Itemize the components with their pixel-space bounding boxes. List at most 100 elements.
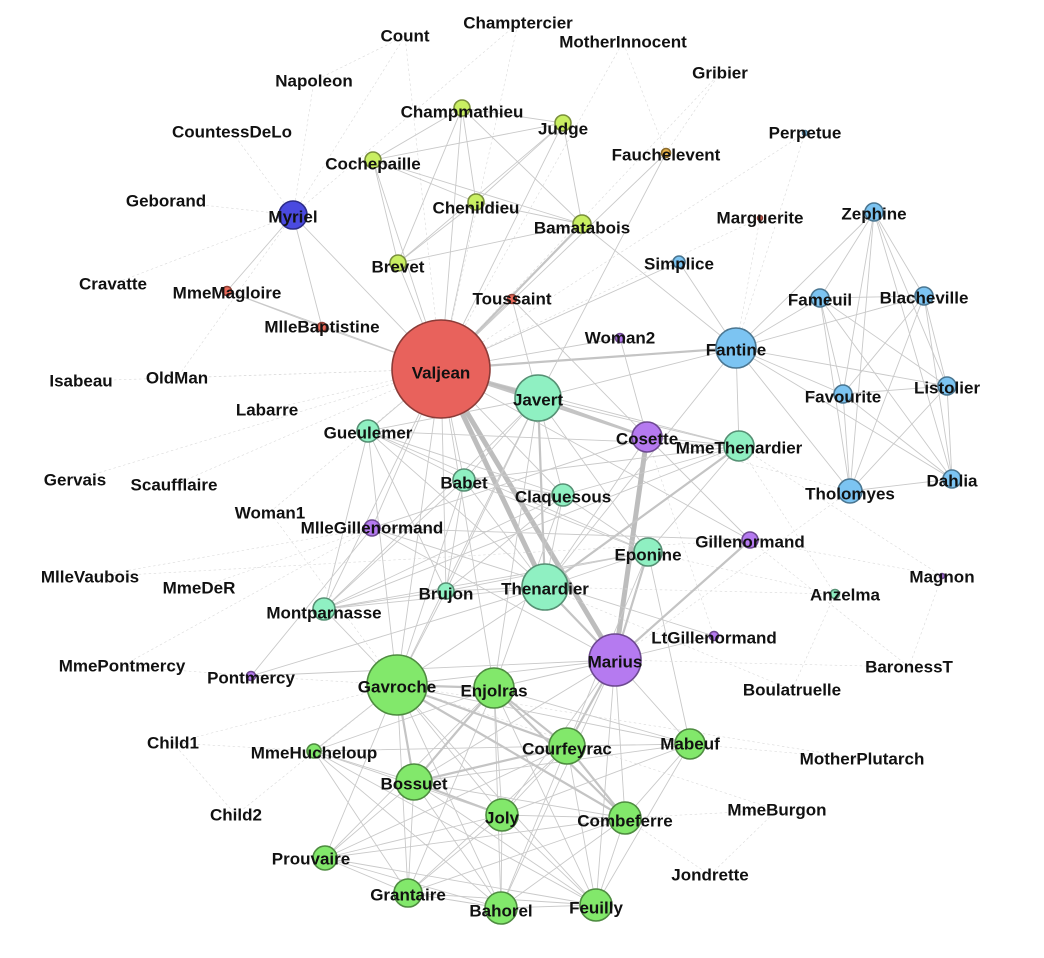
edge-MlleGillenormand-MmeDeR (198, 527, 373, 589)
node-label-Child2: Child2 (210, 806, 262, 825)
edge-Javert-Gavroche (396, 397, 539, 686)
node-Bossuet[interactable] (395, 763, 433, 801)
edge-Babet-Brujon (445, 479, 465, 592)
edge-MmeThenardier-Claquesous (562, 445, 740, 496)
node-Claquesous[interactable] (551, 483, 575, 507)
node-Champmathieu[interactable] (453, 99, 471, 117)
node-Marguerite[interactable] (756, 214, 764, 222)
node-LtGillenormand[interactable] (708, 630, 720, 642)
edge-Valjean-Enjolras (440, 368, 495, 689)
node-Courfeyrac[interactable] (548, 727, 586, 765)
node-Eponine[interactable] (633, 537, 663, 567)
edge-Javert-MmeThenardier (537, 397, 740, 447)
node-Mabeuf[interactable] (674, 728, 706, 760)
edge-MmeThenardier-Montparnasse (323, 445, 740, 610)
node-Fauchelevent[interactable] (660, 147, 672, 159)
edge-Valjean-Marius (438, 366, 618, 663)
node-label-MmeMagloire: MmeMagloire (173, 284, 282, 303)
node-Brujon[interactable] (437, 582, 455, 600)
node-Cosette[interactable] (631, 421, 663, 453)
node-MlleGillenormand[interactable] (363, 519, 381, 537)
edge-Joly-Prouvaire (324, 814, 503, 859)
node-Zephine[interactable] (864, 202, 884, 222)
node-Feuilly[interactable] (579, 888, 613, 922)
node-Tholomyes[interactable] (837, 478, 863, 504)
edge-Fauchelevent-Javert (537, 152, 667, 399)
node-Joly[interactable] (485, 798, 519, 832)
edge-Bahorel-MmeHucheloup (313, 750, 502, 909)
node-Bahorel[interactable] (484, 891, 518, 925)
node-Chenildieu[interactable] (467, 193, 485, 211)
edge-Cosette-Marius (612, 434, 650, 663)
node-label-Champtercier: Champtercier (463, 14, 573, 33)
edge-Zephine-Favourite (842, 211, 875, 395)
node-Thenardier[interactable] (521, 563, 569, 611)
edge-Fameuil-Dahlia (819, 297, 953, 480)
edge-MmeThenardier-Thenardier (543, 444, 741, 589)
node-Valjean[interactable] (391, 319, 491, 419)
edge-Combeferre-MmeBurgon (624, 809, 778, 819)
node-Gavroche[interactable] (366, 654, 428, 716)
edge-Bossuet-Prouvaire (324, 781, 415, 859)
node-label-Labarre: Labarre (236, 401, 298, 420)
node-Enjolras[interactable] (473, 667, 515, 709)
node-label-Cochepaille: Cochepaille (325, 155, 420, 174)
node-Babet[interactable] (452, 468, 476, 492)
node-label-Prouvaire: Prouvaire (272, 850, 350, 869)
node-Blacheville[interactable] (914, 286, 934, 306)
edge-Combeferre-Prouvaire (324, 817, 626, 859)
node-label-MmeBurgon: MmeBurgon (727, 801, 826, 820)
node-label-LtGillenormand: LtGillenormand (651, 629, 777, 648)
node-MmeHucheloup[interactable] (306, 743, 322, 759)
node-Anzelma[interactable] (829, 588, 841, 600)
node-Combeferre[interactable] (608, 801, 642, 835)
node-Bamatabois[interactable] (572, 214, 592, 234)
node-Cochepaille[interactable] (364, 151, 382, 169)
node-Grantaire[interactable] (393, 878, 423, 908)
edge-MlleGillenormand-Pontmercy (250, 527, 373, 677)
node-Myriel[interactable] (278, 200, 308, 230)
node-Magnon[interactable] (938, 572, 946, 580)
node-Listolier[interactable] (937, 376, 957, 396)
edge-Bamatabois-Chenildieu (475, 201, 583, 225)
node-Prouvaire[interactable] (312, 845, 338, 871)
node-Javert[interactable] (514, 374, 562, 422)
node-MmeThenardier[interactable] (723, 430, 755, 462)
edge-MlleGillenormand-Gillenormand (371, 527, 751, 541)
node-label-Brujon: Brujon (419, 585, 474, 604)
edge-Zephine-Listolier (873, 211, 948, 387)
edge-Judge-Cochepaille (372, 122, 564, 161)
node-Perpetue[interactable] (801, 129, 809, 137)
node-label-Javert: Javert (513, 391, 563, 410)
node-Dahlia[interactable] (942, 469, 962, 489)
node-Toussaint[interactable] (506, 293, 518, 305)
edge-MmeBurgon-Jondrette (709, 809, 778, 876)
edge-Listolier-Dahlia (946, 385, 953, 480)
edge-Mabeuf-Bossuet (413, 743, 691, 783)
node-Woman2[interactable] (614, 332, 626, 344)
node-Judge[interactable] (554, 114, 572, 132)
edge-Eponine-Montparnasse (323, 551, 649, 610)
edge-Marius-Bahorel (500, 659, 616, 909)
node-Simplice[interactable] (672, 255, 686, 269)
node-Marius[interactable] (588, 633, 642, 687)
node-label-Gribier: Gribier (692, 64, 748, 83)
edge-Champmathieu-Judge (461, 107, 564, 124)
node-Fameuil[interactable] (810, 288, 830, 308)
edge-MmeThenardier-Anzelma (738, 445, 836, 595)
node-Brevet[interactable] (389, 254, 407, 272)
node-Montparnasse[interactable] (312, 597, 336, 621)
node-Fantine[interactable] (715, 327, 757, 369)
node-MlleBaptistine[interactable] (316, 321, 328, 333)
node-Gillenormand[interactable] (741, 531, 759, 549)
edge-MmeMagloire-MlleBaptistine (226, 290, 323, 328)
edge-Zephine-Blacheville (873, 211, 925, 297)
node-label-Courfeyrac: Courfeyrac (522, 740, 612, 759)
node-label-Zephine: Zephine (841, 205, 906, 224)
node-MmeMagloire[interactable] (221, 285, 233, 297)
edge-Gavroche-Feuilly (396, 684, 597, 906)
node-Gueulemer[interactable] (356, 419, 380, 443)
node-label-Jondrette: Jondrette (671, 866, 748, 885)
node-Pontmercy[interactable] (245, 670, 257, 682)
node-Favourite[interactable] (833, 384, 853, 404)
